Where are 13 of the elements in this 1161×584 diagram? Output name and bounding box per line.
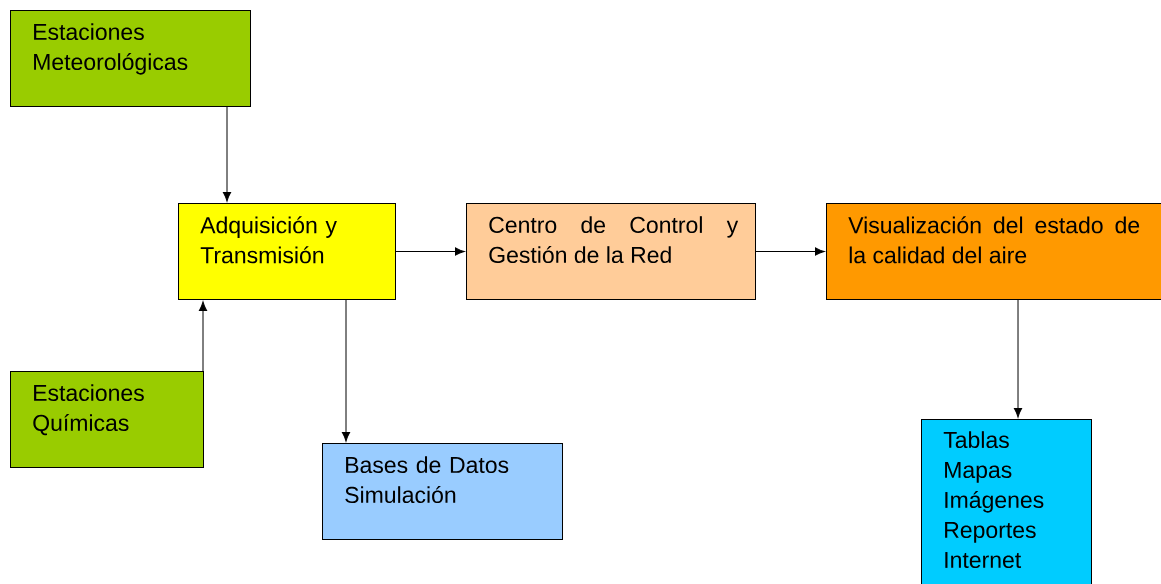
- station-box: Estaciones Meteorológicas: [10, 10, 251, 107]
- station-box: Estaciones Químicas: [10, 371, 204, 468]
- arrow: [341, 299, 351, 442]
- process-box: Visualización del estado de la calidad del aire: [826, 203, 1161, 300]
- arrow: [755, 247, 825, 256]
- process-box: Adquisición y Transmisión: [178, 203, 396, 300]
- arrow: [1013, 299, 1023, 418]
- output-box: Tablas Mapas Imágenes Reportes Internet: [921, 419, 1092, 584]
- arrow: [395, 247, 465, 256]
- database-box: Bases de Datos Simulación: [322, 443, 563, 540]
- arrow: [222, 106, 232, 202]
- process-box: Centro de Control y Gestión de la Red: [466, 203, 756, 300]
- arrow: [198, 301, 208, 372]
